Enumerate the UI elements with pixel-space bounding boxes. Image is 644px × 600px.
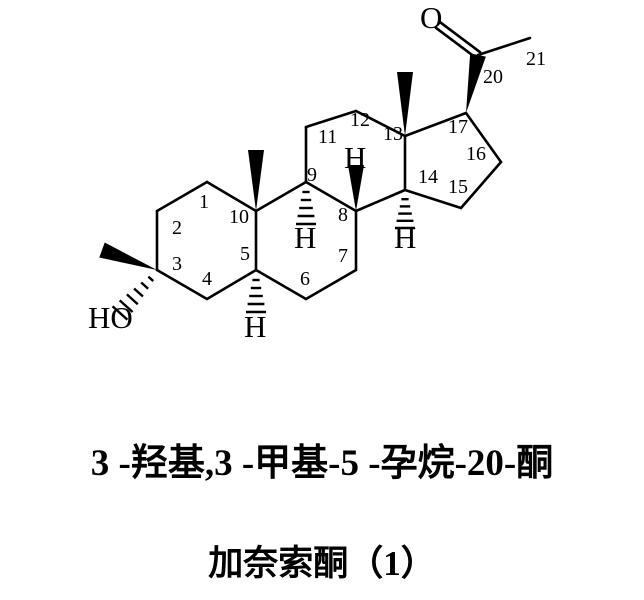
hydrogen-label-H-5: H [244, 309, 266, 344]
C14-H-hash [395, 197, 415, 230]
bond-C6-C7 [304, 268, 358, 301]
carbon-number-9: 9 [307, 164, 317, 186]
carbon-number-11: 11 [318, 126, 337, 148]
wedge-bond-group [99, 53, 486, 270]
atom-label-O: O [420, 0, 442, 35]
carbon-number-4: 4 [202, 268, 212, 290]
C9-H-hash [296, 190, 316, 226]
C10-C19-methyl-wedge [248, 150, 264, 211]
carbon-number-16: 16 [466, 143, 486, 165]
carbon-number-17: 17 [448, 116, 468, 138]
bond-C13-C17 [403, 111, 468, 138]
bond-C5-C6 [254, 268, 308, 301]
bond-C15-C14 [403, 188, 463, 210]
bond-C8-C9 [304, 180, 358, 213]
C13-C18-methyl-wedge [397, 72, 413, 136]
hydrogen-label-H-14: H [394, 220, 416, 255]
carbon-number-7: 7 [338, 245, 348, 267]
bond-C9-C10 [254, 180, 308, 213]
carbon-number-21: 21 [526, 48, 546, 70]
carbon-number-15: 15 [448, 176, 468, 198]
bond-C20=O [438, 20, 482, 54]
C5-H-hash [246, 278, 266, 314]
atom-label-HO: HO [88, 300, 133, 335]
chemical-name-caption: 3 -羟基,3 -甲基-5 -孕烷-20-酮 [90, 443, 554, 484]
carbon-number-14: 14 [418, 166, 438, 188]
bond-C10-C1 [205, 180, 258, 213]
bond-C17-C16 [464, 111, 503, 164]
bond-C4-C5 [205, 268, 258, 301]
C3-OH-hash [111, 275, 155, 321]
common-name-caption: 加奈索酮（1） [208, 544, 436, 583]
carbon-number-10: 10 [229, 206, 249, 228]
atom-label-group: HO O [88, 0, 442, 335]
bond-C3-C4 [155, 268, 209, 301]
hydrogen-label-H-9: H [294, 220, 316, 255]
bond-C20-C21 [476, 36, 532, 57]
carbon-number-13: 13 [383, 123, 403, 145]
bond-C1-C2 [155, 180, 209, 213]
bond-C16-C15 [459, 160, 503, 210]
carbon-number-1: 1 [199, 191, 209, 213]
C8-H-wedge [348, 165, 364, 211]
carbon-number-20: 20 [483, 66, 503, 88]
hydrogen-label-H-8: H [344, 140, 366, 175]
C17-C20-wedge [466, 53, 486, 113]
bond-C20=O [434, 26, 478, 60]
carbon-number-8: 8 [338, 204, 348, 226]
bond-C12-C13 [354, 109, 407, 138]
C3-methyl-wedge [99, 242, 157, 270]
hash-bond-group [111, 190, 415, 321]
hydrogen-label-group: H H H H [244, 140, 416, 344]
carbon-number-5: 5 [240, 243, 250, 265]
carbon-number-2: 2 [172, 217, 182, 239]
plain-bond-group [155, 36, 532, 301]
carbon-number-6: 6 [300, 268, 310, 290]
carbon-number-3: 3 [172, 253, 182, 275]
bond-C11-C12 [304, 109, 358, 129]
bond-C14-C8 [354, 188, 407, 213]
double-bond-group [434, 20, 482, 60]
carbon-number-12: 12 [350, 109, 370, 131]
